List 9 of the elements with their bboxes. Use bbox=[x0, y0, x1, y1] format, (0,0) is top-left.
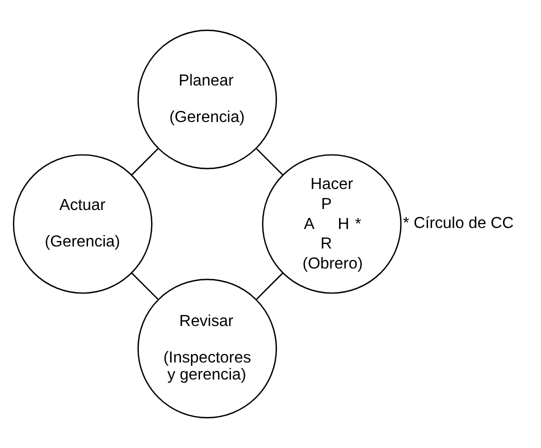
node-circle: Revisar (Inspectores y gerencia) bbox=[137, 278, 278, 418]
connector bbox=[256, 272, 284, 300]
label: * Círculo de CC bbox=[402, 215, 514, 232]
node-circle: Planear (Gerencia) bbox=[137, 30, 278, 170]
node-circle: Hacer P A H * R (Obrero) bbox=[262, 154, 402, 294]
connector bbox=[256, 148, 283, 176]
node-circle: Actuar (Gerencia) bbox=[12, 154, 152, 294]
connector bbox=[131, 148, 158, 176]
connector bbox=[131, 272, 158, 300]
